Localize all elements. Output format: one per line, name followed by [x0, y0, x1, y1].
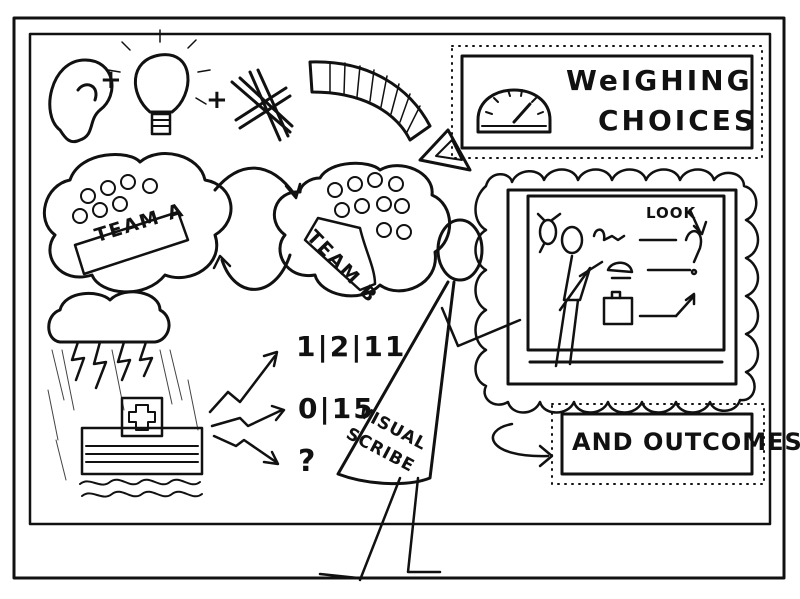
return-arrow: [491, 422, 554, 468]
weighing-choices-box: [451, 45, 763, 159]
loop-arrows: [212, 166, 302, 291]
outcome-number-1: 1|2|11: [296, 330, 407, 363]
curved-arrow: [308, 60, 472, 172]
lightbulb-icon: [107, 29, 211, 136]
outcome-number-2: 0|15: [298, 392, 375, 425]
outer-frame: [12, 16, 786, 580]
plus-sign-2: +: [206, 85, 230, 115]
hospital-icon: [79, 396, 204, 498]
weighing-choices-line2: CHOICES: [598, 104, 758, 137]
board-diagram: [536, 208, 708, 368]
look-label: LOOK: [646, 204, 697, 222]
and-outcomes-box: [551, 403, 765, 485]
presentation-frame: [474, 168, 760, 414]
weighing-choices-line1: WeIGHING: [566, 64, 753, 97]
team-b-cloud: [272, 161, 452, 298]
crossed-pencils-icon: [230, 68, 294, 142]
and-outcomes-label: AND OUTCOMES: [572, 428, 800, 456]
storm-cloud-icon: [47, 290, 199, 481]
team-a-cloud: [42, 152, 233, 294]
ear-icon: [48, 58, 114, 144]
visual-scribe-figure: [318, 218, 522, 582]
plus-sign-1: +: [100, 65, 124, 95]
outcome-arrows: [208, 350, 286, 466]
outcome-unknown: ?: [298, 444, 318, 479]
